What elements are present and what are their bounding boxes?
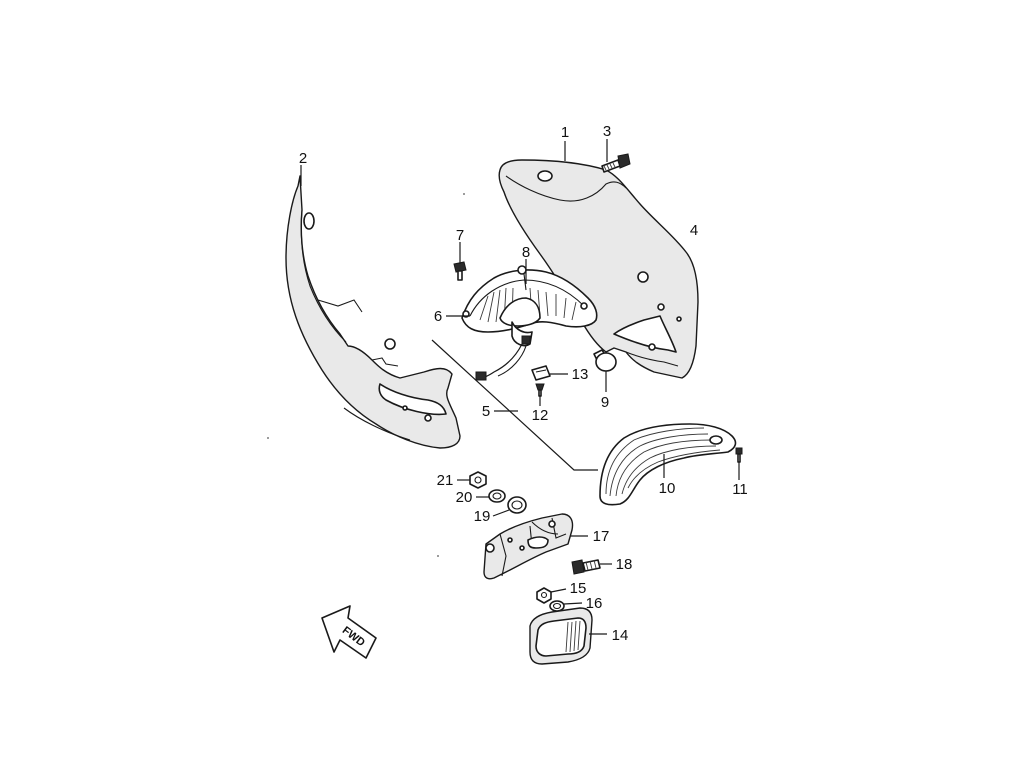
callout-5: 5 <box>482 403 490 420</box>
part-18-bolt <box>571 559 601 575</box>
callout-13: 13 <box>572 366 589 383</box>
part-11-screw <box>735 447 743 463</box>
callout-10: 10 <box>659 480 676 497</box>
part-6-tail-light-housing <box>461 265 598 347</box>
fwd-arrow-icon: FWD <box>321 605 377 659</box>
part-14-license-lamp <box>529 607 593 665</box>
callout-14: 14 <box>612 627 629 644</box>
part-20-washer <box>488 489 506 503</box>
part-10-lens-cover <box>599 423 737 506</box>
callout-8: 8 <box>522 244 530 261</box>
part-17-license-bracket <box>483 513 574 580</box>
leader-19 <box>492 509 510 517</box>
callout-17: 17 <box>593 528 610 545</box>
part-3-bolt <box>601 153 631 173</box>
leader-5 <box>431 339 598 471</box>
speck <box>463 193 465 195</box>
speck <box>267 437 269 439</box>
callout-2: 2 <box>299 150 307 167</box>
callout-18: 18 <box>616 556 633 573</box>
callout-4: 4 <box>690 222 698 239</box>
callout-7: 7 <box>456 227 464 244</box>
callout-15: 15 <box>570 580 587 597</box>
part-14-lamp-ribs <box>565 620 581 653</box>
wire-connector <box>475 371 487 381</box>
callout-labels: 1 2 3 4 5 6 7 8 9 10 11 12 13 14 15 16 1… <box>299 123 748 644</box>
callout-16: 16 <box>586 595 603 612</box>
part-10-lens-ribs <box>605 427 721 497</box>
callout-20: 20 <box>456 489 473 506</box>
callout-3: 3 <box>603 123 611 140</box>
callout-11: 11 <box>732 481 748 498</box>
leader-15 <box>550 588 567 593</box>
callout-21: 21 <box>437 472 454 489</box>
part-12-screw <box>535 383 545 397</box>
part-21-nut <box>469 471 487 489</box>
part-1-right-side-cover <box>498 159 699 379</box>
speck <box>437 555 439 557</box>
callout-19: 19 <box>474 508 491 525</box>
part-13-clip-nut <box>531 365 551 381</box>
leader-lines <box>300 139 740 635</box>
wire-harness-inner <box>497 345 527 377</box>
part-9-bulb <box>593 349 617 372</box>
callout-6: 6 <box>434 308 442 325</box>
part-16-washer <box>549 600 565 612</box>
callout-12: 12 <box>532 407 549 424</box>
leader-16 <box>563 602 583 605</box>
part-19-collar <box>507 496 527 514</box>
part-15-nut <box>536 587 552 604</box>
part-2-left-side-cover <box>285 175 461 449</box>
callout-9: 9 <box>601 394 609 411</box>
part-7-screw <box>453 261 467 281</box>
callout-1: 1 <box>561 124 569 141</box>
